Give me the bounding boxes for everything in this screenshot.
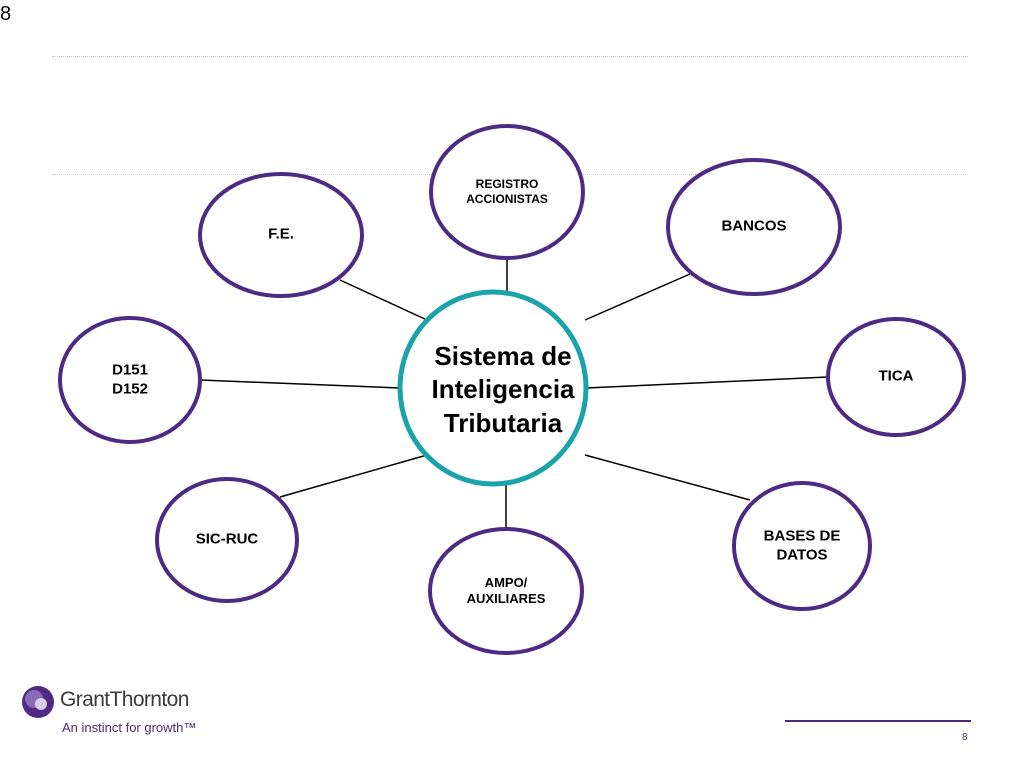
connector-bases-de-datos (584, 454, 751, 501)
center-node-label: Sistema de Inteligencia Tributaria (431, 341, 575, 438)
logo-tagline: An instinct for growth™ (62, 720, 197, 735)
dotted-divider-top (52, 56, 968, 57)
node-label-ampo-auxiliares: AMPO/ AUXILIARES (466, 574, 546, 606)
connector-tica (585, 376, 829, 389)
connector-sic-ruc (279, 454, 428, 498)
logo-mark-icon (22, 686, 54, 718)
page-number: 8 (962, 732, 968, 743)
center-node (397, 289, 589, 487)
node-label-tica: TICA (878, 367, 914, 385)
logo-wordmark: GrantThornton (60, 688, 189, 711)
connector-group (199, 258, 829, 529)
footer-rule (785, 720, 971, 722)
connector-fe (339, 279, 428, 321)
node-label-bases-de-datos: BASES DE DATOS (763, 527, 841, 563)
node-bancos (666, 158, 842, 296)
node-shape-group (58, 124, 966, 655)
node-fe (198, 172, 364, 298)
node-label-bancos: BANCOS (721, 217, 787, 235)
node-label-d151-d152: D151 D152 (112, 361, 148, 397)
node-registro-accionistas (429, 124, 585, 260)
node-bases-de-datos (732, 481, 872, 611)
node-label-fe: F.E. (268, 225, 294, 243)
connector-d151-d152 (199, 379, 401, 389)
node-label-registro-accionistas: REGISTRO ACCIONISTAS (466, 177, 548, 206)
node-sic-ruc (155, 477, 299, 603)
slide-corner-number: 8 (0, 3, 12, 25)
connector-bancos (584, 273, 691, 321)
node-tica (826, 317, 966, 437)
node-d151-d152 (58, 316, 202, 444)
node-ampo-auxiliares (428, 527, 584, 655)
grant-thornton-logo: GrantThornton An instinct for growth™ (20, 684, 210, 744)
node-label-sic-ruc: SIC-RUC (195, 530, 259, 548)
